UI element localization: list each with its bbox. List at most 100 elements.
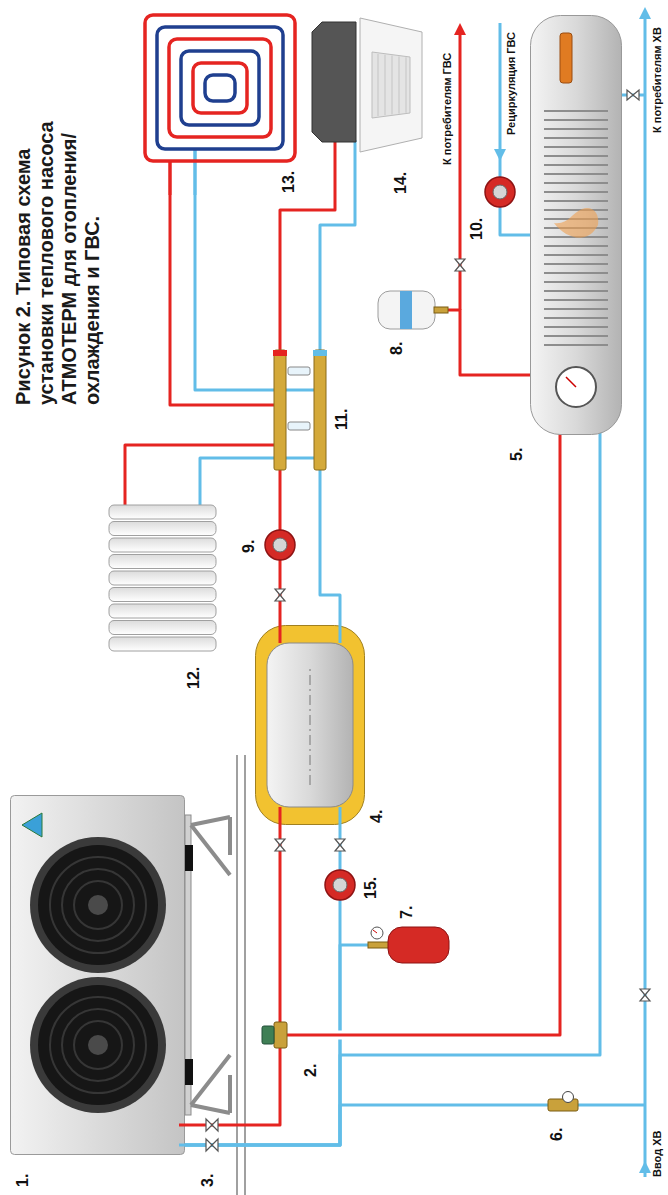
cassette-panel	[360, 18, 422, 152]
group-body	[548, 1099, 578, 1111]
flow-arrow	[639, 1161, 651, 1173]
radiator-section	[109, 588, 216, 602]
component-drawing	[540, 1091, 585, 1119]
pipe-label: Рециркуляция ГВС	[505, 32, 518, 135]
tank-shell	[267, 643, 353, 807]
component-drawing	[140, 10, 300, 195]
floor-loop	[181, 51, 259, 125]
radiator-section	[109, 571, 216, 585]
heat-exchanger-coil	[544, 290, 608, 292]
fan-grille	[50, 857, 146, 953]
brand-logo	[22, 813, 42, 837]
radiator: 12.	[105, 495, 220, 655]
cassette-fan-coil: 14.	[310, 15, 425, 160]
connector-group	[125, 160, 600, 1145]
thermometer-dial	[556, 367, 596, 407]
expansion-tank: 7.	[368, 923, 450, 967]
component-drawing	[255, 625, 365, 825]
boiler-shell	[531, 16, 622, 435]
callout-number: 2.	[302, 1064, 320, 1077]
tank-insulation	[256, 626, 365, 825]
heat-exchanger-coil	[544, 137, 608, 139]
component-drawing	[310, 15, 425, 160]
radiator-section	[109, 555, 216, 569]
pipe-stub	[179, 1144, 185, 1147]
fan-grille	[62, 869, 134, 941]
valve-body	[274, 1022, 287, 1048]
tank-axis	[310, 665, 311, 785]
component-drawing	[10, 795, 185, 1155]
callout-number: 4.	[368, 810, 386, 823]
heat-exchanger-coil	[544, 209, 608, 211]
component-drawing	[378, 287, 448, 333]
heat-exchanger-coil	[544, 191, 608, 193]
flow-arrow	[494, 149, 506, 161]
radiator-section	[109, 538, 216, 552]
pipe-connector	[320, 160, 355, 350]
cold-water-pipe	[644, 19, 647, 1177]
fitting	[368, 942, 390, 948]
title-block: Рисунок 2. Типовая схема установки тепло…	[12, 45, 104, 405]
dial-needle	[566, 377, 576, 387]
riser-stub	[265, 389, 317, 392]
heat-pump-unit: 1.	[10, 795, 185, 1155]
pipe-label: Ввод ХВ	[651, 1131, 664, 1177]
pump-cap	[333, 878, 347, 892]
pump-motor	[265, 530, 295, 560]
fan-hub	[88, 895, 108, 915]
component-drawing	[482, 174, 518, 210]
fan-hub	[88, 1035, 108, 1055]
expansion-tank: 8.	[378, 287, 448, 333]
pipe-stub	[179, 1124, 185, 1127]
fitting	[434, 307, 448, 313]
riser-stub	[265, 457, 317, 460]
component-drawing	[322, 867, 358, 903]
heat-exchanger-coil	[544, 335, 608, 337]
pipe-stub	[339, 807, 342, 825]
pipe-connector	[279, 470, 282, 527]
cassette-body	[312, 22, 356, 142]
pipe-stub	[339, 625, 342, 643]
fan-grille	[74, 1021, 122, 1069]
cassette-grille	[372, 52, 410, 118]
mounting-stand: 3.	[185, 815, 232, 1115]
bar-cap	[273, 350, 287, 356]
figure-title: Рисунок 2. Типовая схема установки тепло…	[12, 45, 104, 405]
radiator-section	[109, 505, 216, 519]
fan-grille	[74, 881, 122, 929]
grille-slat	[385, 55, 386, 115]
pipe-label: К потребителям ГВС	[441, 53, 454, 165]
stand-legs	[191, 817, 230, 1113]
radiator-section	[109, 522, 216, 536]
label-anchor: К потребителям ХВ	[651, 27, 664, 133]
pipe-stub	[334, 140, 337, 160]
label-anchor: Ввод ХВ	[651, 1131, 664, 1177]
heat-exchanger-coil	[544, 308, 608, 310]
grille-slat	[392, 56, 393, 115]
component-drawing	[265, 350, 330, 470]
grille-slat	[378, 54, 379, 116]
fan-opening	[38, 845, 158, 965]
check-valve-symbol	[627, 90, 639, 100]
return-bar	[314, 350, 326, 470]
heat-exchanger-coil	[544, 263, 608, 265]
flow-arrow	[454, 23, 466, 35]
circulation-pump: 15.	[322, 867, 358, 903]
heat-exchanger-coil	[544, 110, 608, 112]
pipe-connector	[125, 445, 265, 495]
callout-number: 8.	[388, 342, 406, 355]
gauge-needle	[373, 930, 377, 933]
fan-grille	[50, 997, 146, 1093]
supply-bar	[274, 350, 286, 470]
callout-number: 7.	[398, 906, 416, 919]
callout-number: 9.	[240, 540, 258, 553]
component-drawing	[262, 527, 298, 563]
ball-valve-symbol	[275, 589, 285, 601]
heat-exchanger-coil	[544, 173, 608, 175]
vessel-band	[400, 291, 412, 329]
pump-cap	[273, 538, 287, 552]
flow-meter	[288, 422, 310, 430]
heat-exchanger-coil	[544, 245, 608, 247]
pipe-connector	[280, 160, 335, 350]
heat-exchanger-coil	[544, 182, 608, 184]
